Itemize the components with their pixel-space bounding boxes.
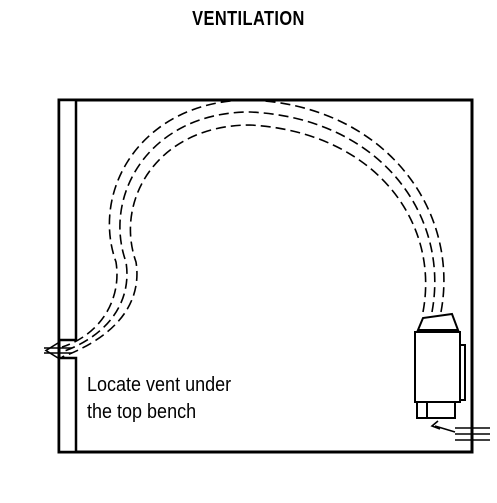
vent-note: Locate vent under the top bench [87,372,231,426]
diagram-title: VENTILATION [192,8,305,30]
sauna-heater-icon [414,312,466,419]
top-bench [57,98,78,454]
vent-note-line-1: Locate vent under [87,374,232,396]
wall-vent-icon [44,342,72,359]
airflow-path [61,99,445,358]
vent-note-line-2: the top bench [87,401,197,423]
air-inlet-arrow [430,420,490,441]
